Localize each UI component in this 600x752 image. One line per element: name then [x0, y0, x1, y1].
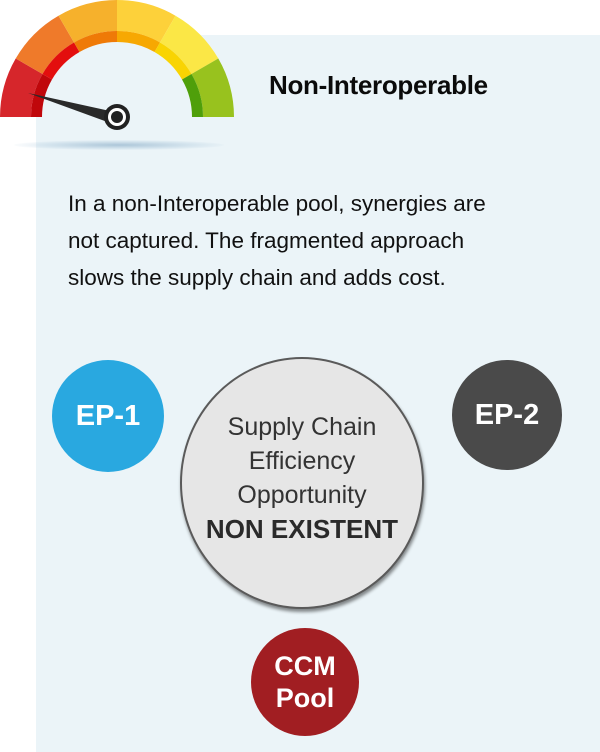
gauge-shadow	[14, 140, 224, 150]
ep2-label: EP-2	[474, 398, 540, 431]
center-emphasis: NON EXISTENT	[205, 514, 399, 544]
supply-chain-efficiency-node: Supply Chain Efficiency Opportunity NON …	[180, 357, 424, 609]
ep2-node: EP-2	[452, 360, 562, 470]
ep1-node: EP-1	[52, 360, 164, 472]
description-line: In a non-Interoperable pool, synergies a…	[68, 191, 486, 216]
gauge-needle	[28, 93, 113, 124]
description-line: slows the supply chain and adds cost.	[68, 265, 446, 290]
ccm-label-line1: CCM	[274, 651, 336, 681]
page-title: Non-Interoperable	[269, 70, 488, 100]
ep1-label: EP-1	[75, 399, 141, 432]
center-line-1: Supply Chain	[227, 413, 377, 441]
description-text: In a non-Interoperable pool, synergies a…	[68, 185, 548, 296]
description-line: not captured. The fragmented approach	[68, 228, 465, 253]
ccm-pool-node: CCM Pool	[251, 628, 359, 736]
speedometer-gauge-icon	[0, 0, 240, 160]
center-line-2: Efficiency	[248, 447, 356, 475]
center-line-3: Opportunity	[237, 481, 367, 509]
ccm-label-line2: Pool	[275, 683, 335, 713]
